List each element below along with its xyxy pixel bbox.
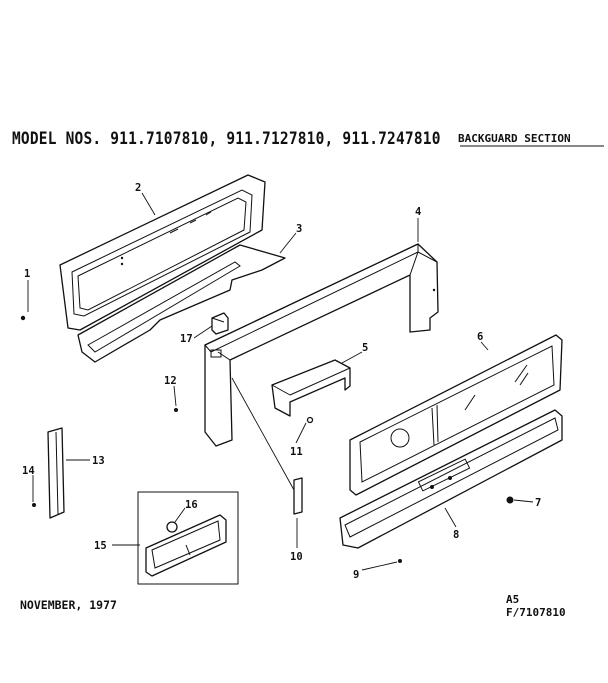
callout-6: 6 [477, 331, 483, 343]
part-13-side-bracket [47, 427, 65, 519]
callout-4: 4 [415, 206, 421, 218]
part-1-screw [20, 315, 26, 321]
callout-15: 15 [94, 540, 107, 552]
callout-13: 13 [92, 455, 105, 467]
part-12-screw [174, 408, 178, 412]
document-code-a5: A5 [506, 593, 520, 606]
part-11-fastener [306, 416, 314, 424]
section-title: BACKGUARD SECTION [458, 132, 571, 145]
callout-9: 9 [353, 569, 359, 581]
print-date: NOVEMBER, 1977 [20, 598, 117, 612]
callout-14: 14 [22, 465, 35, 477]
part-7-knob [506, 496, 514, 504]
part-9-screw [398, 559, 402, 563]
callout-17: 17 [180, 333, 193, 345]
callout-labels: 1 2 3 4 5 6 7 8 9 10 11 12 13 14 15 16 1… [22, 182, 541, 581]
callout-16: 16 [185, 499, 198, 511]
part-10-strip [231, 377, 303, 515]
callout-11: 11 [290, 446, 303, 458]
callout-1: 1 [24, 268, 30, 280]
callout-3: 3 [296, 223, 302, 235]
part-2-rear-panel [59, 174, 266, 331]
callout-12: 12 [164, 375, 177, 387]
part-15-clock-box [137, 491, 239, 585]
document-code-f: F/7107810 [506, 606, 566, 619]
model-numbers-title: MODEL NOS. 911.7107810, 911.7127810, 911… [12, 130, 441, 149]
callout-5: 5 [362, 342, 368, 354]
callout-10: 10 [290, 551, 303, 563]
part-5-shield [271, 359, 351, 417]
leader-lines [27, 192, 534, 571]
callout-8: 8 [453, 529, 459, 541]
part-8-control-panel [339, 409, 563, 549]
callout-7: 7 [535, 497, 541, 509]
part-14-screw [32, 503, 36, 507]
part-6-glass-panel [349, 334, 563, 496]
part-17-clip [211, 312, 229, 335]
callout-2: 2 [135, 182, 141, 194]
part-3-bottom-plate [77, 244, 286, 363]
part-4-backguard-frame [204, 243, 439, 447]
